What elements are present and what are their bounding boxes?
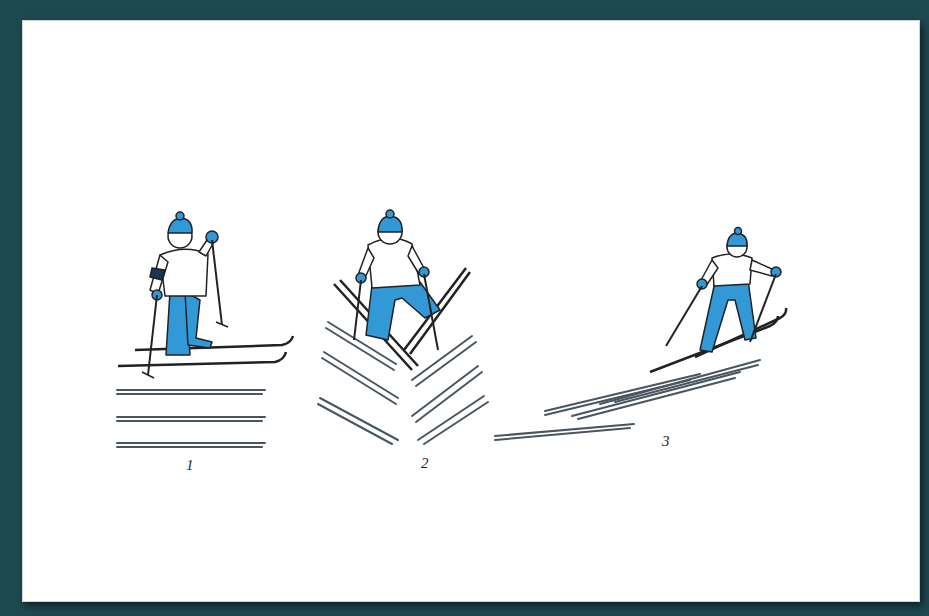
- skier-2: [334, 210, 470, 370]
- skier-1: [118, 212, 293, 378]
- figure-number: 3: [662, 434, 670, 449]
- figure-number: 2: [421, 456, 429, 471]
- ski-tracks: [117, 322, 760, 447]
- skier-3: [650, 228, 786, 373]
- figure-number: 1: [186, 458, 194, 473]
